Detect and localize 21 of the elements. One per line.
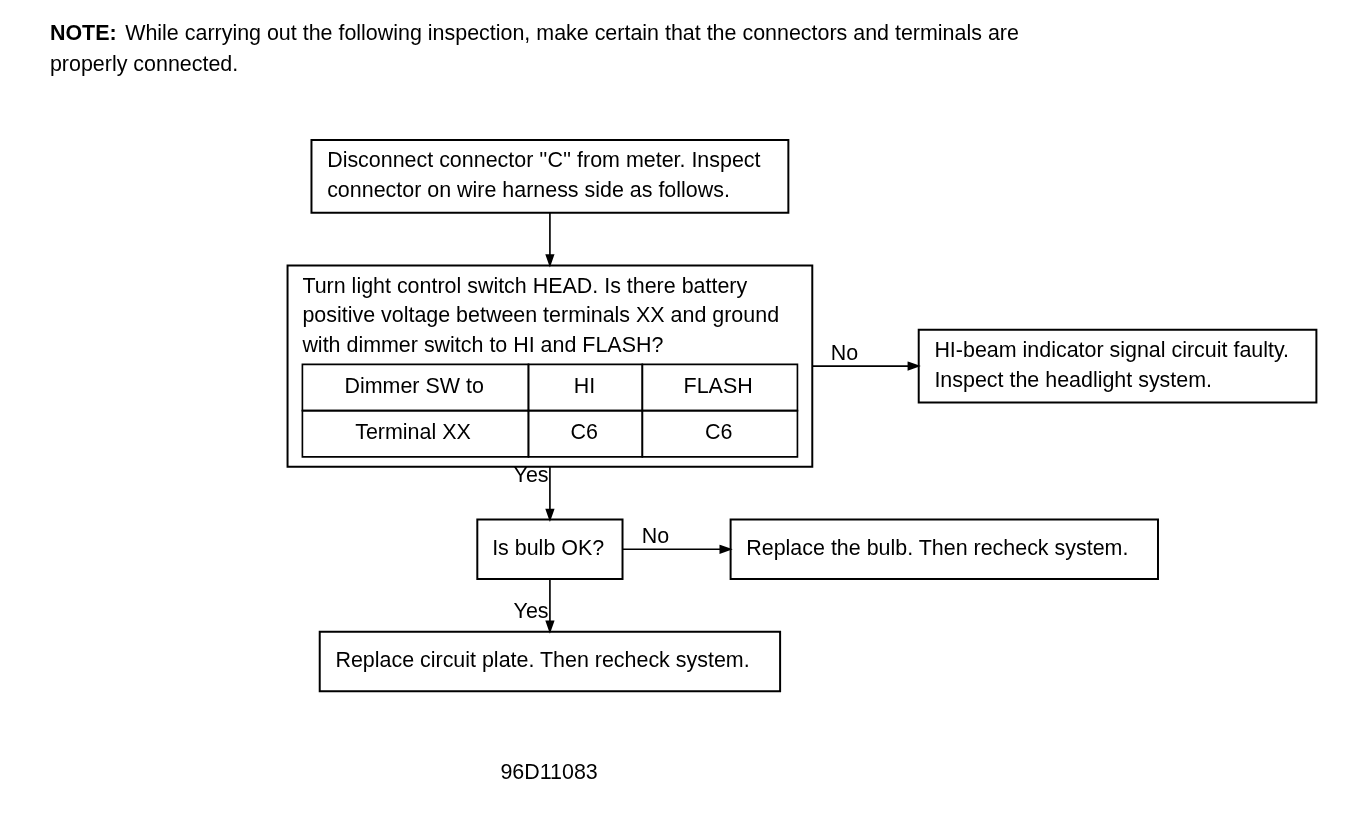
label: Terminal XX xyxy=(354,420,471,445)
label: C6 xyxy=(704,420,732,445)
arrow xyxy=(544,465,555,523)
arrow xyxy=(544,578,555,634)
edge-label: No xyxy=(641,524,669,549)
label: NOTE: While carrying out the following inspection, make certain that the connectors and terminals are properly connected. xyxy=(49,21,1019,77)
label: HI xyxy=(573,374,595,399)
arrow xyxy=(811,361,921,371)
label: 96D11083 xyxy=(499,760,598,785)
arrow xyxy=(621,544,733,554)
edge-label: No xyxy=(830,341,858,366)
arrow xyxy=(544,212,555,268)
label: C6 xyxy=(570,420,598,445)
edge-label: Yes xyxy=(513,598,549,623)
node-box: HI-beam indicator signal circuit faulty. Inspect the headlight system. xyxy=(917,328,1317,404)
node-box: Disconnect connector ''C'' from meter. Inspect connector on wire harness side as follows. xyxy=(310,139,789,214)
node-box: Replace circuit plate. Then recheck system. xyxy=(318,630,781,693)
node-box: Is bulb OK? xyxy=(475,518,623,580)
label: FLASH xyxy=(683,374,753,399)
label: Dimmer SW to xyxy=(343,374,484,399)
node-box: Replace the bulb. Then recheck system. xyxy=(729,518,1159,580)
